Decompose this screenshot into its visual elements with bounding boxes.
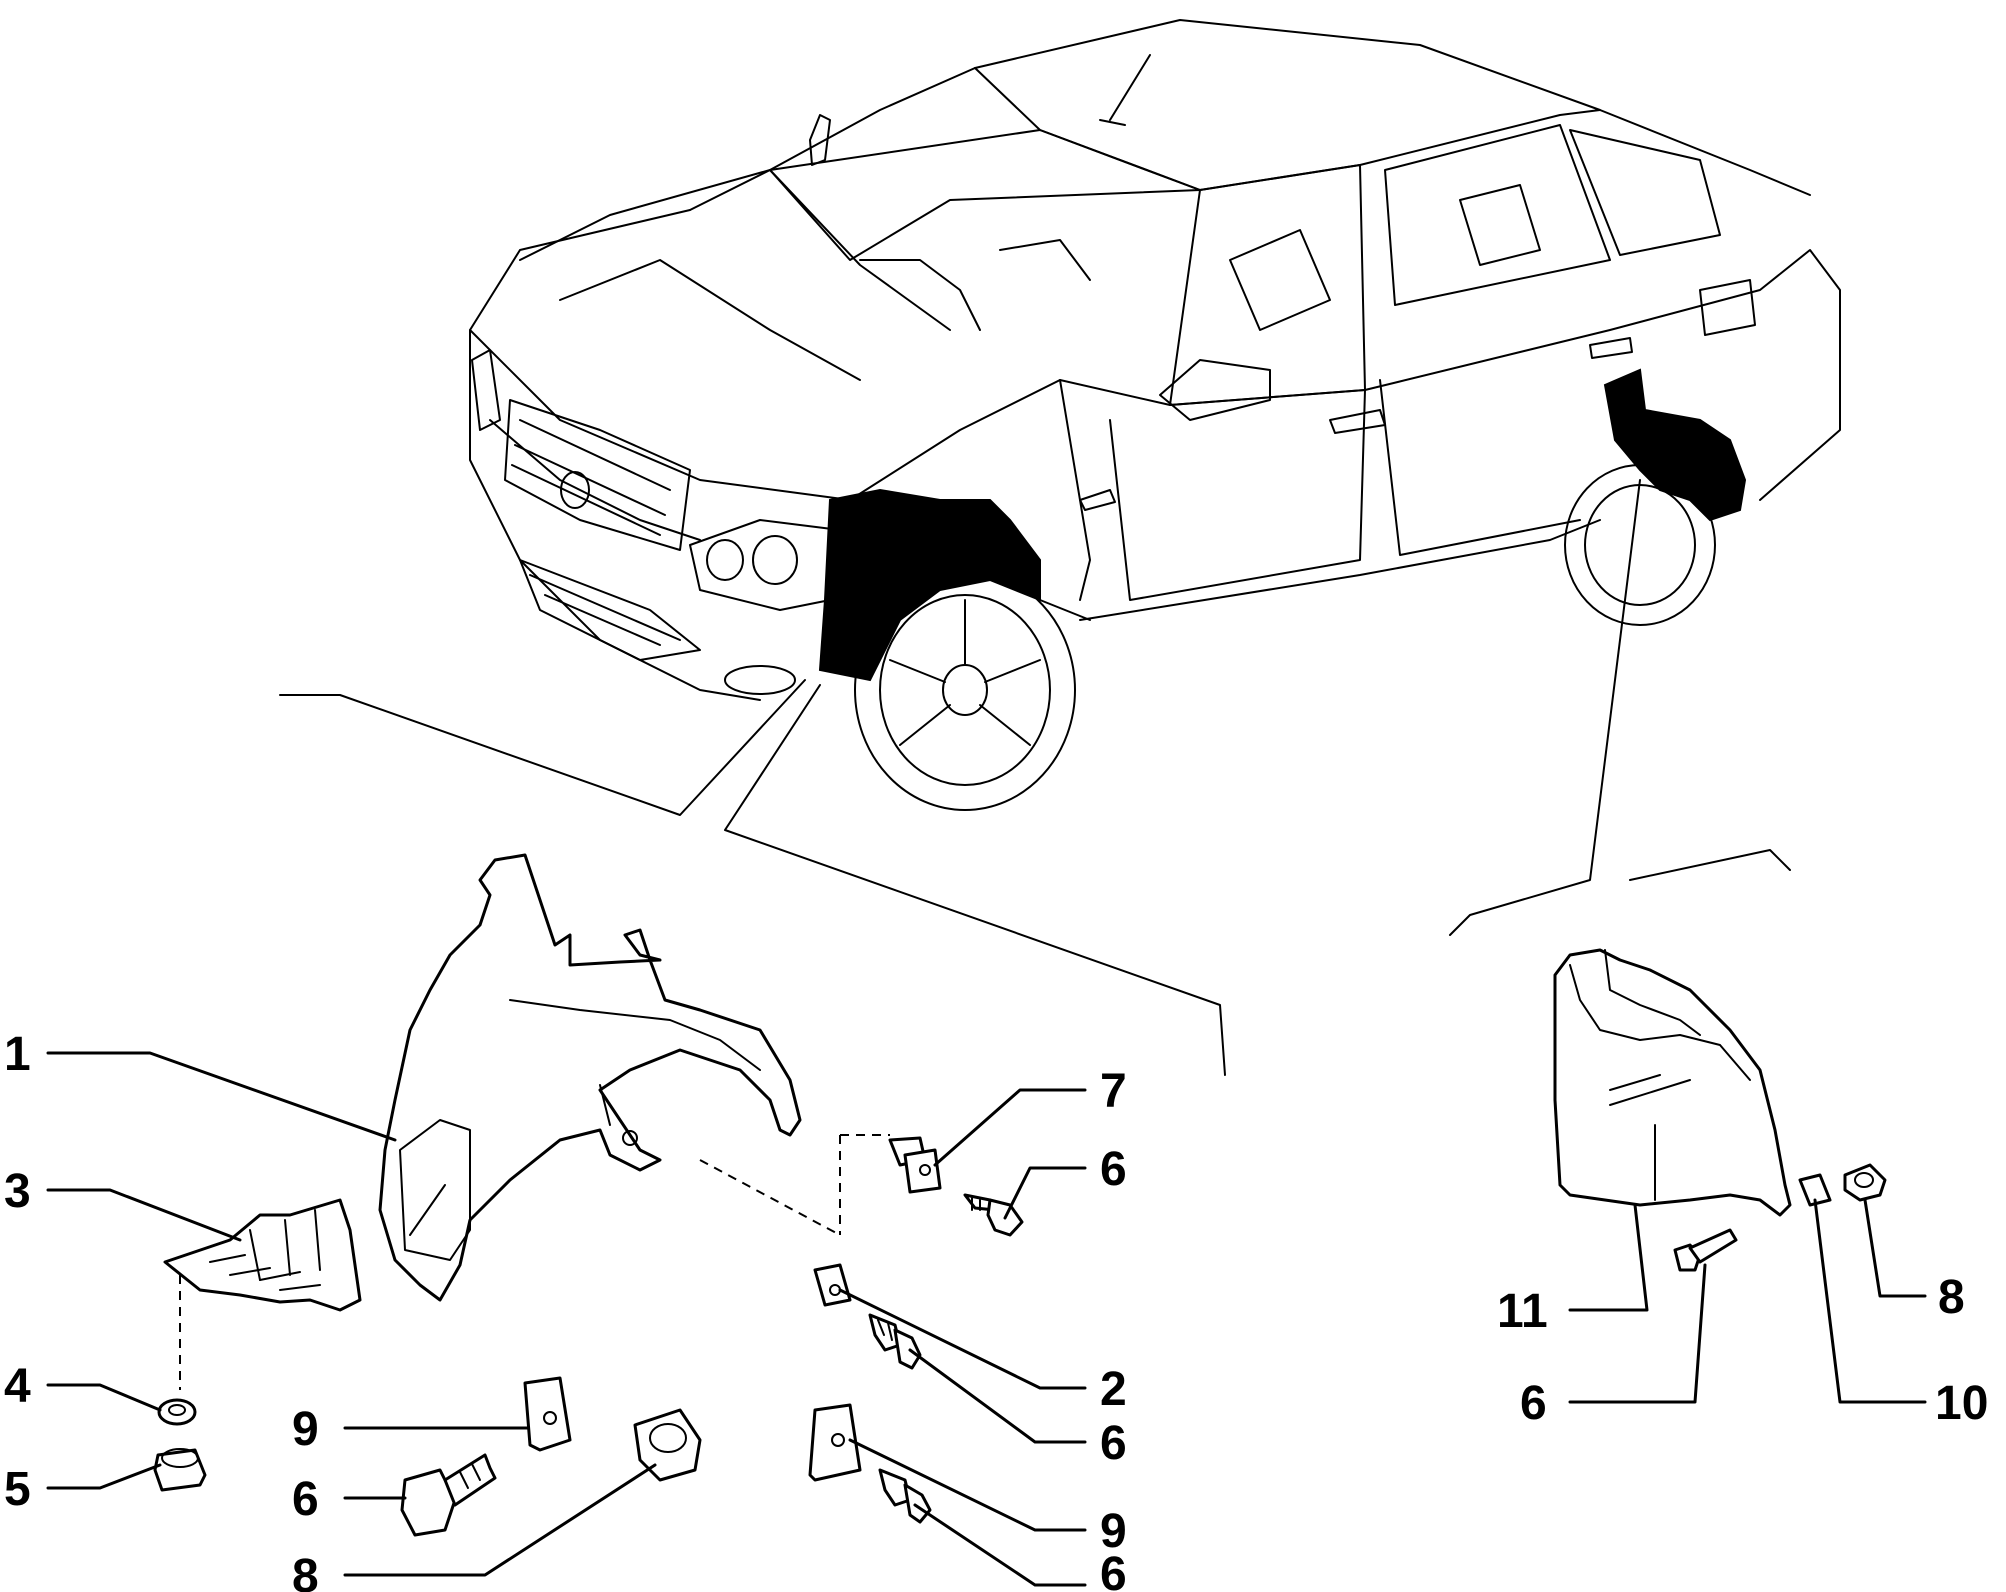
callout-11: 11 — [1497, 1285, 1548, 1338]
callout-6: 6 — [1100, 1548, 1127, 1592]
callout-5: 5 — [4, 1463, 31, 1516]
detail-leader-lines — [279, 479, 1791, 1076]
callout-lines — [46, 1051, 1927, 1587]
callout-9: 9 — [1100, 1505, 1127, 1558]
callout-6: 6 — [1520, 1377, 1547, 1430]
callout-6: 6 — [292, 1473, 319, 1526]
rear-wheel-arch-liner — [1553, 948, 1887, 1272]
callout-1: 1 — [4, 1028, 31, 1081]
front-wheel-arch-liner — [163, 853, 890, 1390]
callout-numbers: 1 3 4 5 9 6 8 7 6 2 6 9 6 11 6 8 10 — [4, 1028, 1988, 1592]
car-illustration — [469, 19, 1841, 811]
callout-6: 6 — [1100, 1417, 1127, 1470]
callout-7: 7 — [1100, 1065, 1127, 1118]
callout-6: 6 — [1100, 1143, 1127, 1196]
callout-8: 8 — [292, 1550, 319, 1592]
front-fasteners — [153, 1136, 1024, 1537]
callout-10: 10 — [1935, 1377, 1988, 1430]
callout-8: 8 — [1938, 1271, 1965, 1324]
callout-2: 2 — [1100, 1363, 1127, 1416]
callout-3: 3 — [4, 1165, 31, 1218]
callout-9: 9 — [292, 1403, 319, 1456]
callout-4: 4 — [4, 1360, 31, 1413]
